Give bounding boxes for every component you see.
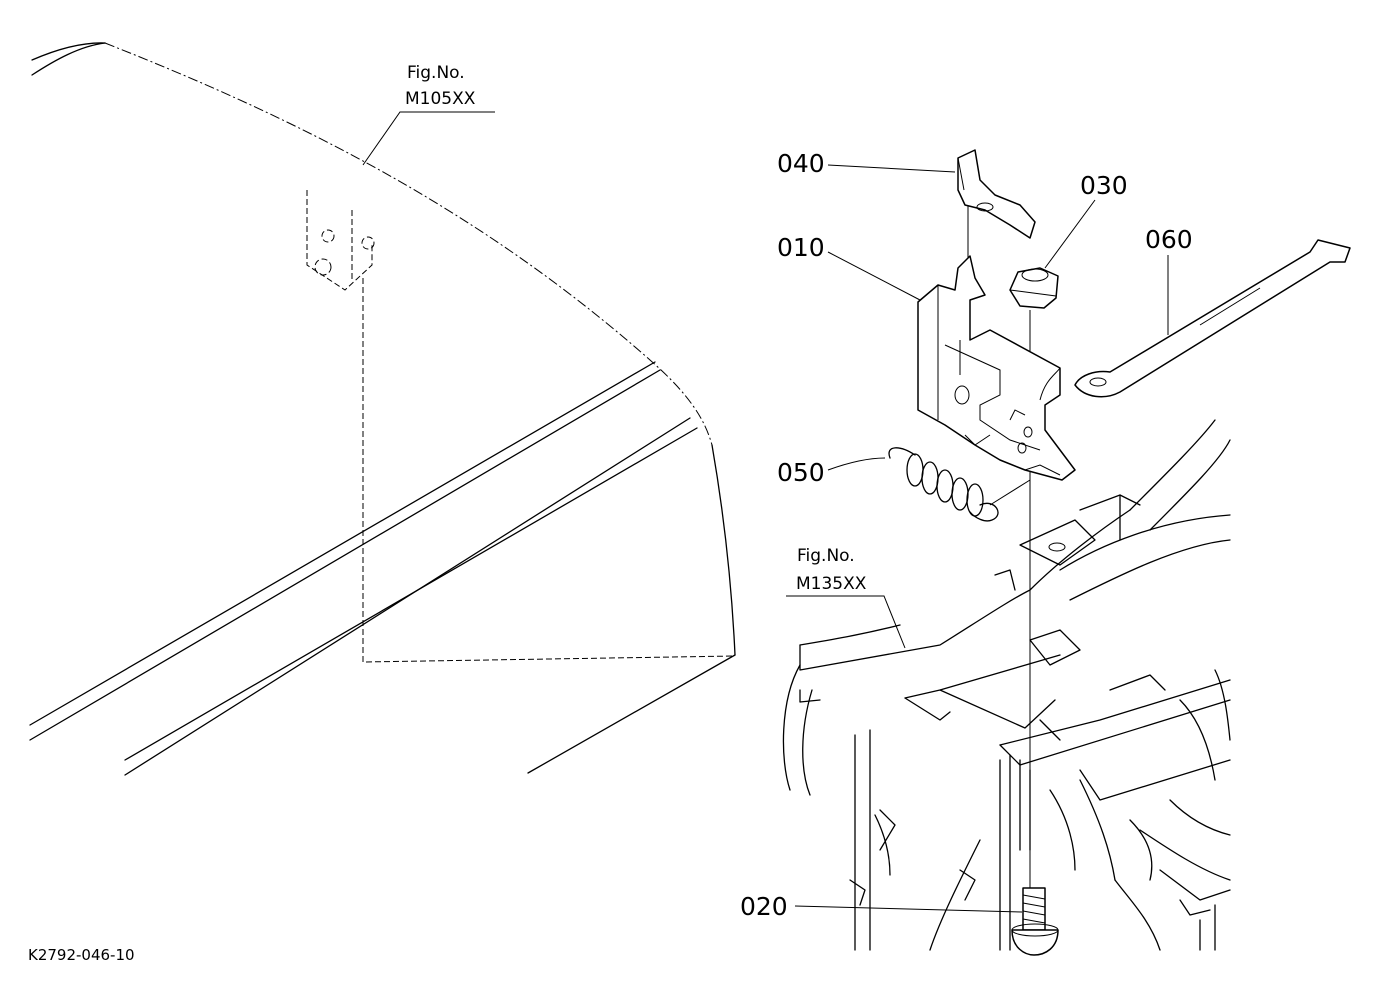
figure-ref-label: Fig.No. <box>407 63 465 83</box>
part-label-020: 020 <box>740 892 788 921</box>
part-050[interactable] <box>888 447 1031 522</box>
callout-060[interactable]: 060 <box>1145 225 1193 335</box>
part-label-010: 010 <box>777 233 825 262</box>
callout-010[interactable]: 010 <box>777 233 921 301</box>
part-040[interactable] <box>957 149 1036 239</box>
figure-ref-number: M105XX <box>405 89 476 109</box>
part-060[interactable] <box>1074 239 1351 398</box>
part-020[interactable] <box>1011 887 1059 956</box>
figure-ref-m135xx[interactable]: Fig.No. M135XX <box>786 546 906 649</box>
part-label-030: 030 <box>1080 171 1128 200</box>
cover-panel <box>29 42 736 776</box>
part-010[interactable] <box>917 255 1076 481</box>
drawing-code: K2792-046-10 <box>28 946 135 964</box>
figure-ref-label: Fig.No. <box>797 546 855 566</box>
chassis-assembly <box>782 419 1231 951</box>
figure-ref-number: M135XX <box>796 574 867 594</box>
figure-ref-m105xx[interactable]: Fig.No. M105XX <box>362 63 495 166</box>
callout-040[interactable]: 040 <box>777 149 956 178</box>
callout-050[interactable]: 050 <box>777 457 886 487</box>
callout-020[interactable]: 020 <box>740 892 1023 921</box>
part-label-040: 040 <box>777 149 825 178</box>
callout-030[interactable]: 030 <box>1044 171 1128 269</box>
part-030[interactable] <box>1009 267 1059 309</box>
part-label-050: 050 <box>777 458 825 487</box>
part-label-060: 060 <box>1145 225 1193 254</box>
